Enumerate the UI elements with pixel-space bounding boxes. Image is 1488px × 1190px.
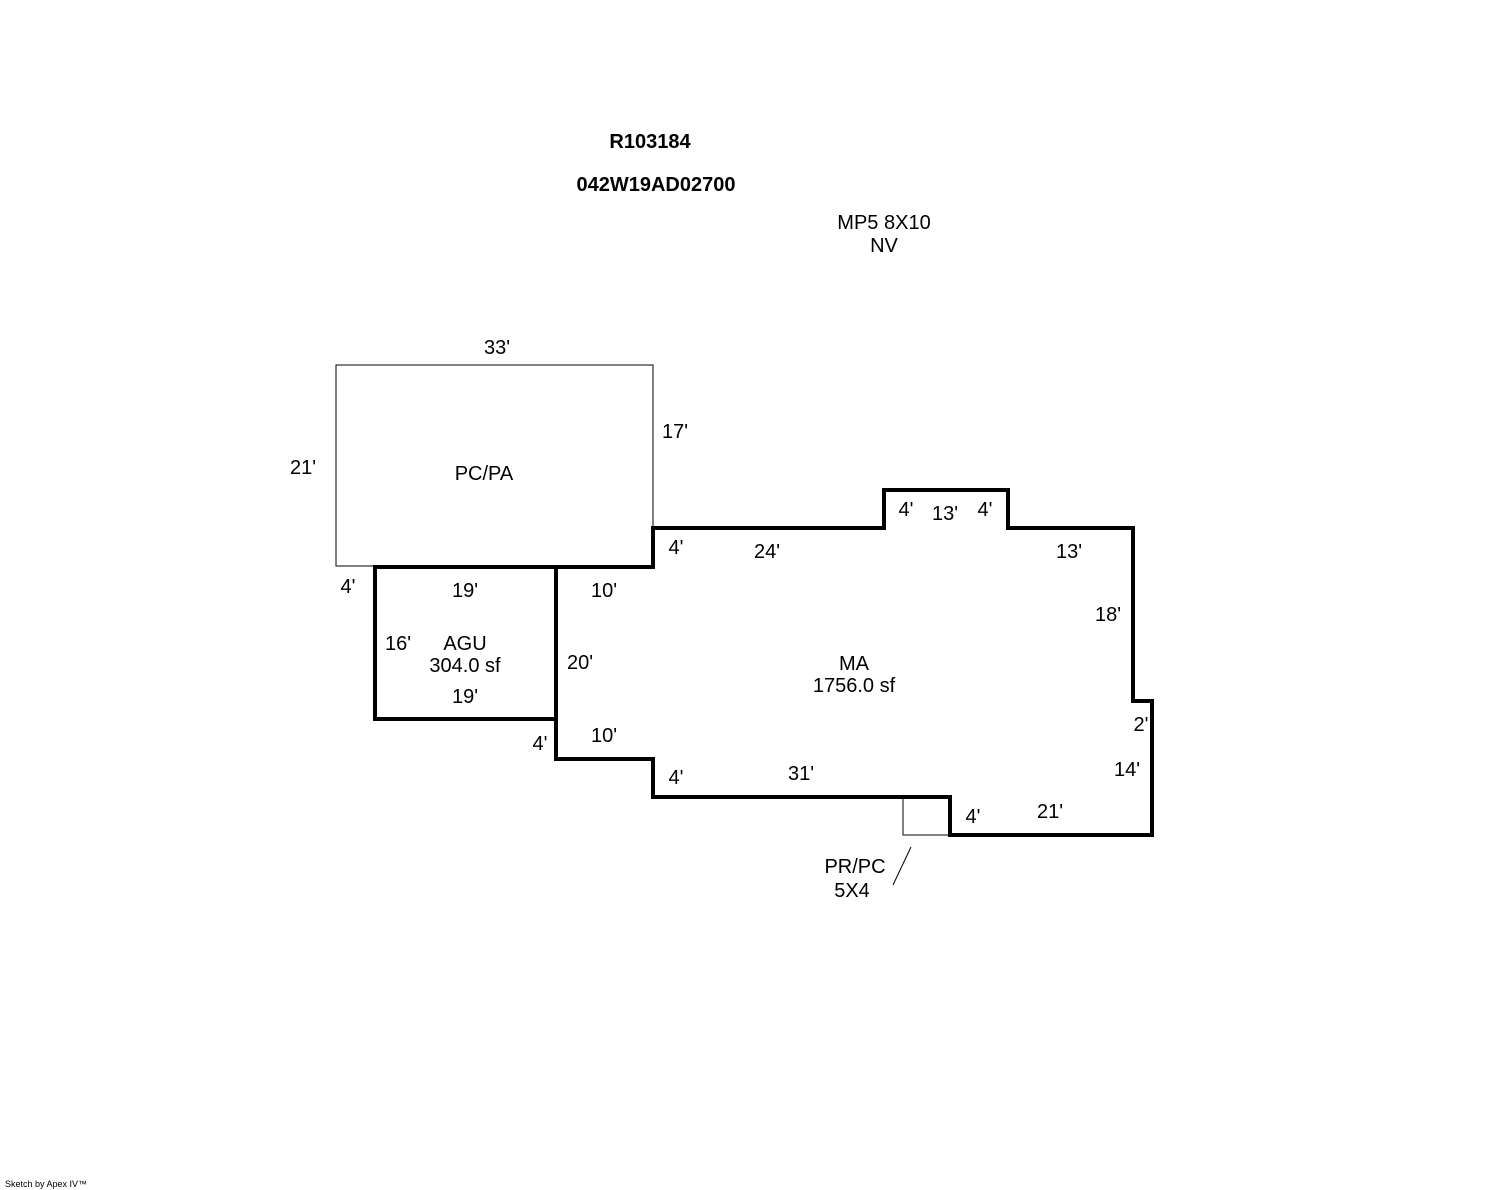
dim-agu-bottom: 19'	[452, 686, 478, 708]
agu-label: AGU	[443, 633, 486, 655]
pr-pc-label: PR/PC	[824, 856, 885, 878]
note-line-1: MP5 8X10	[837, 212, 930, 234]
dim-ma-step-top: 4'	[669, 537, 684, 559]
dim-ma-top-1: 24'	[754, 541, 780, 563]
pc-pa-label: PC/PA	[455, 463, 514, 485]
dim-ma-right-lower: 14'	[1114, 759, 1140, 781]
dim-ma-bottom-mid: 31'	[788, 763, 814, 785]
dim-ma-bottom-left-step: 4'	[669, 767, 684, 789]
parcel-id: R103184	[609, 131, 691, 153]
ma-label: MA	[839, 653, 870, 675]
note-line-2: NV	[870, 235, 898, 257]
dim-ma-bump-top: 13'	[932, 503, 958, 525]
dim-pc-right: 17'	[662, 421, 688, 443]
dim-ma-left-step: 4'	[533, 733, 548, 755]
dim-ma-right-step: 2'	[1134, 714, 1149, 736]
dim-ma-bottom-step: 4'	[966, 806, 981, 828]
map-number: 042W19AD02700	[577, 174, 736, 196]
pr-pc-leader-line	[892, 846, 912, 886]
dim-agu-left: 16'	[385, 633, 411, 655]
agu-area: 304.0 sf	[429, 655, 501, 677]
pr-pc-outline	[902, 796, 951, 836]
sketch-credit: Sketch by Apex IV™	[5, 1179, 87, 1189]
dim-pc-left: 21'	[290, 457, 316, 479]
dim-ma-bump-right: 4'	[978, 499, 993, 521]
ma-area: 1756.0 sf	[813, 675, 896, 697]
dim-ma-bump-left: 4'	[899, 499, 914, 521]
dim-ma-left-upper-10: 10'	[591, 580, 617, 602]
dim-pc-top: 33'	[484, 337, 510, 359]
dim-agu-top: 19'	[452, 580, 478, 602]
dim-ma-left-20: 20'	[567, 652, 593, 674]
dim-ma-bottom-right: 21'	[1037, 801, 1063, 823]
pr-pc-size: 5X4	[834, 880, 870, 902]
dim-ma-top-right: 13'	[1056, 541, 1082, 563]
ma-outline	[554, 488, 1154, 837]
dim-ma-right-upper: 18'	[1095, 604, 1121, 626]
dim-pc-bottom-left: 4'	[341, 576, 356, 598]
dim-ma-left-lower-10: 10'	[591, 725, 617, 747]
